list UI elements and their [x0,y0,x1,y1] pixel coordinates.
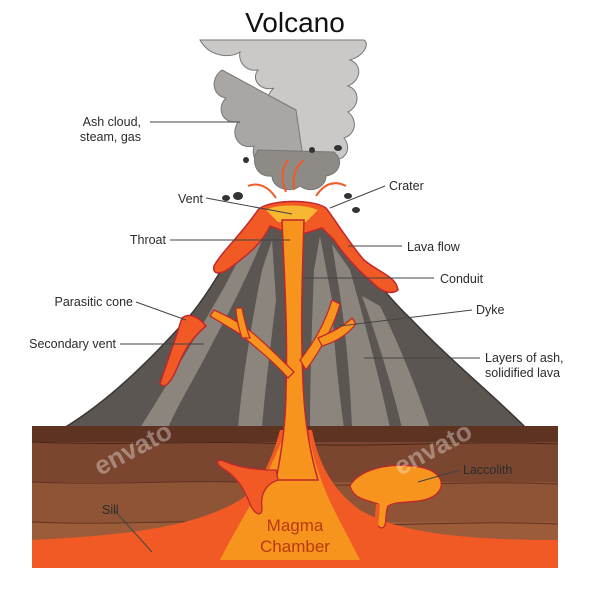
label-laccolith: Laccolith [463,463,512,477]
label-parasitic-cone: Parasitic cone [54,295,133,309]
label-crater: Crater [389,179,424,193]
label-magma: Magma [267,516,324,535]
lava-flow-surface [213,200,399,294]
sill [217,459,279,515]
label-vent: Vent [178,192,204,206]
label-layers-1: Layers of ash, [485,351,564,365]
label-sill: Sill [102,503,119,517]
parasitic-cone-lava [159,314,208,387]
conduit [275,219,320,481]
lava-spatter [247,159,347,199]
label-dyke: Dyke [476,303,505,317]
diagram-title: Volcano [245,7,345,38]
leader-lines [113,121,480,553]
label-lava-flow: Lava flow [407,240,461,254]
label-ash-cloud-1: Ash cloud, [83,115,141,129]
label-layers-2: solidified lava [485,366,560,380]
label-secondary-vent: Secondary vent [29,337,116,351]
label-ash-cloud-2: steam, gas [80,130,141,144]
label-throat: Throat [130,233,167,247]
label-chamber: Chamber [260,537,330,556]
label-conduit: Conduit [440,272,484,286]
ejected-rocks [222,145,360,213]
